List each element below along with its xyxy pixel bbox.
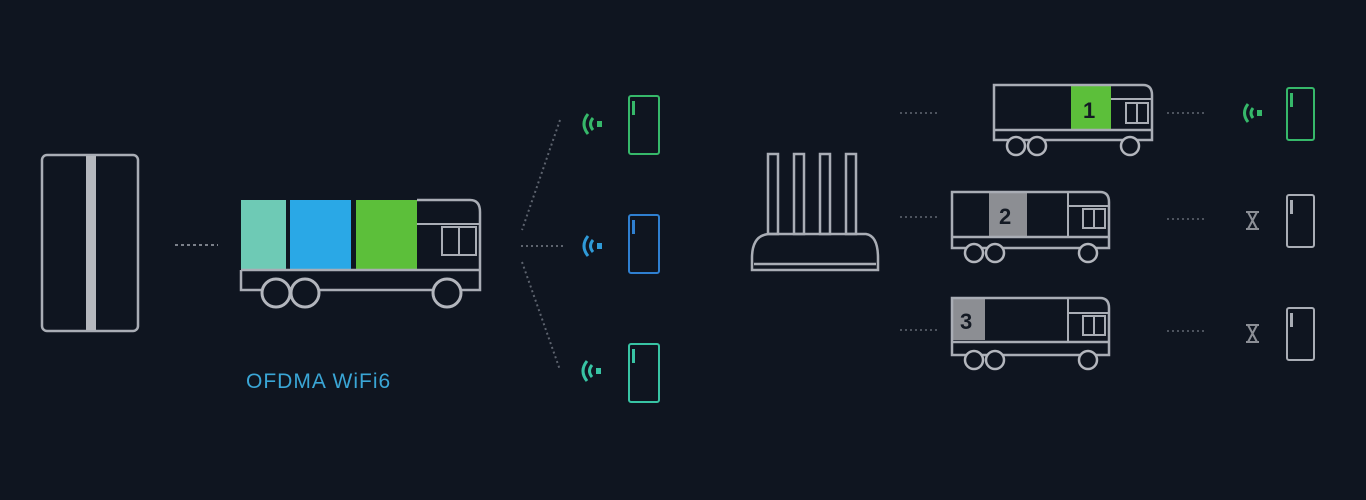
ofdma-truck-icon	[239, 198, 482, 309]
right-link-dots	[900, 112, 1205, 332]
fanout-lines	[521, 119, 563, 371]
router-four-antenna-icon	[750, 152, 880, 272]
device-teal	[581, 343, 660, 403]
hourglass-icon	[1246, 324, 1259, 343]
svg-text:3: 3	[960, 309, 972, 334]
truck-2: 2	[950, 190, 1111, 264]
svg-text:2: 2	[999, 204, 1011, 229]
truck-1: 1	[992, 83, 1154, 157]
right-device-3	[1246, 307, 1315, 361]
truck-3: 3	[950, 296, 1111, 371]
ofdma-caption: OFDMA WiFi6	[246, 370, 392, 393]
wifi-signal-icon	[1243, 103, 1250, 123]
right-device-1	[1243, 87, 1315, 141]
tower-router-icon	[40, 153, 140, 333]
svg-text:1: 1	[1083, 98, 1095, 123]
device-blue	[582, 214, 660, 274]
device-green	[582, 95, 660, 155]
hourglass-icon	[1246, 211, 1259, 230]
right-device-2	[1246, 194, 1315, 248]
